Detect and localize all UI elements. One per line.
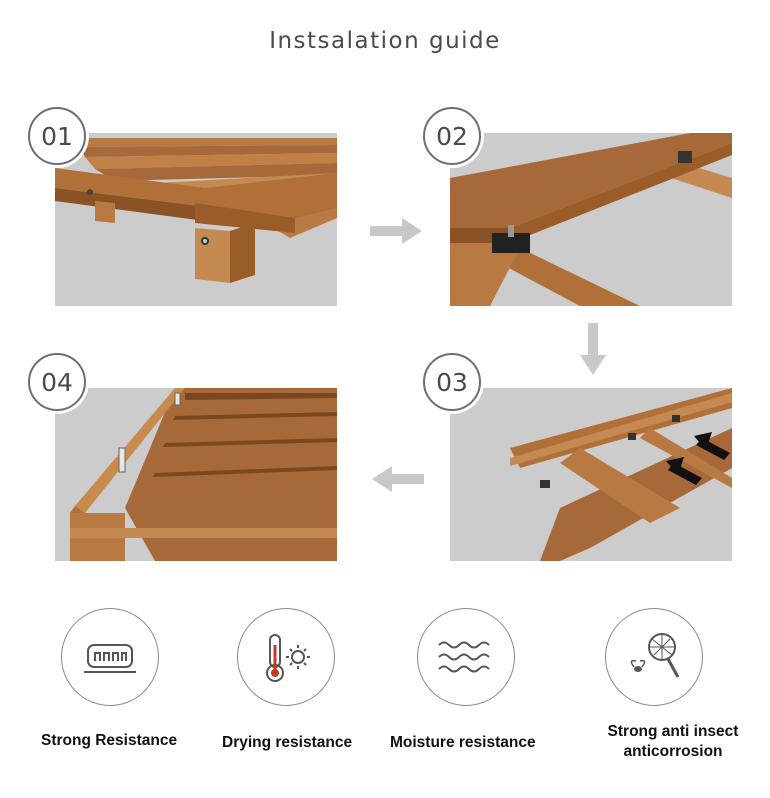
page-title: Instsalation guide xyxy=(269,28,501,54)
step-02-illustration xyxy=(450,133,732,306)
step-01-badge: 01 xyxy=(28,107,86,165)
feature-anti-insect xyxy=(605,608,703,706)
insect-net-icon xyxy=(630,633,680,678)
deck-joist-diagram xyxy=(55,138,337,283)
thermometer-sun-icon xyxy=(266,634,310,682)
arrow-down-icon xyxy=(580,323,606,375)
feature-label-anti-insect: Strong anti insect anticorrosion xyxy=(607,723,739,760)
feature-moisture-resistance xyxy=(417,608,515,706)
deck-finished-diagram xyxy=(70,388,337,561)
step-04-illustration xyxy=(55,388,337,561)
feature-drying-resistance xyxy=(237,608,335,706)
step-03-badge: 03 xyxy=(423,353,481,411)
feature-label-drying-resistance: Drying resistance xyxy=(222,734,353,751)
strength-icon xyxy=(84,644,136,673)
step-01-illustration xyxy=(55,133,337,306)
waves-icon xyxy=(438,641,490,673)
deck-board-slide-diagram xyxy=(510,388,732,561)
feature-label-strong-resistance: Strong Resistance xyxy=(41,732,178,749)
step-04-badge: 04 xyxy=(28,353,86,411)
arrow-left-icon xyxy=(372,466,424,492)
deck-clip-diagram xyxy=(450,133,732,306)
feature-label-moisture-resistance: Moisture resistance xyxy=(390,734,536,751)
arrow-right-icon xyxy=(370,218,422,244)
step-03-illustration xyxy=(450,388,732,561)
step-02-badge: 02 xyxy=(423,107,481,165)
feature-strong-resistance xyxy=(61,608,159,706)
